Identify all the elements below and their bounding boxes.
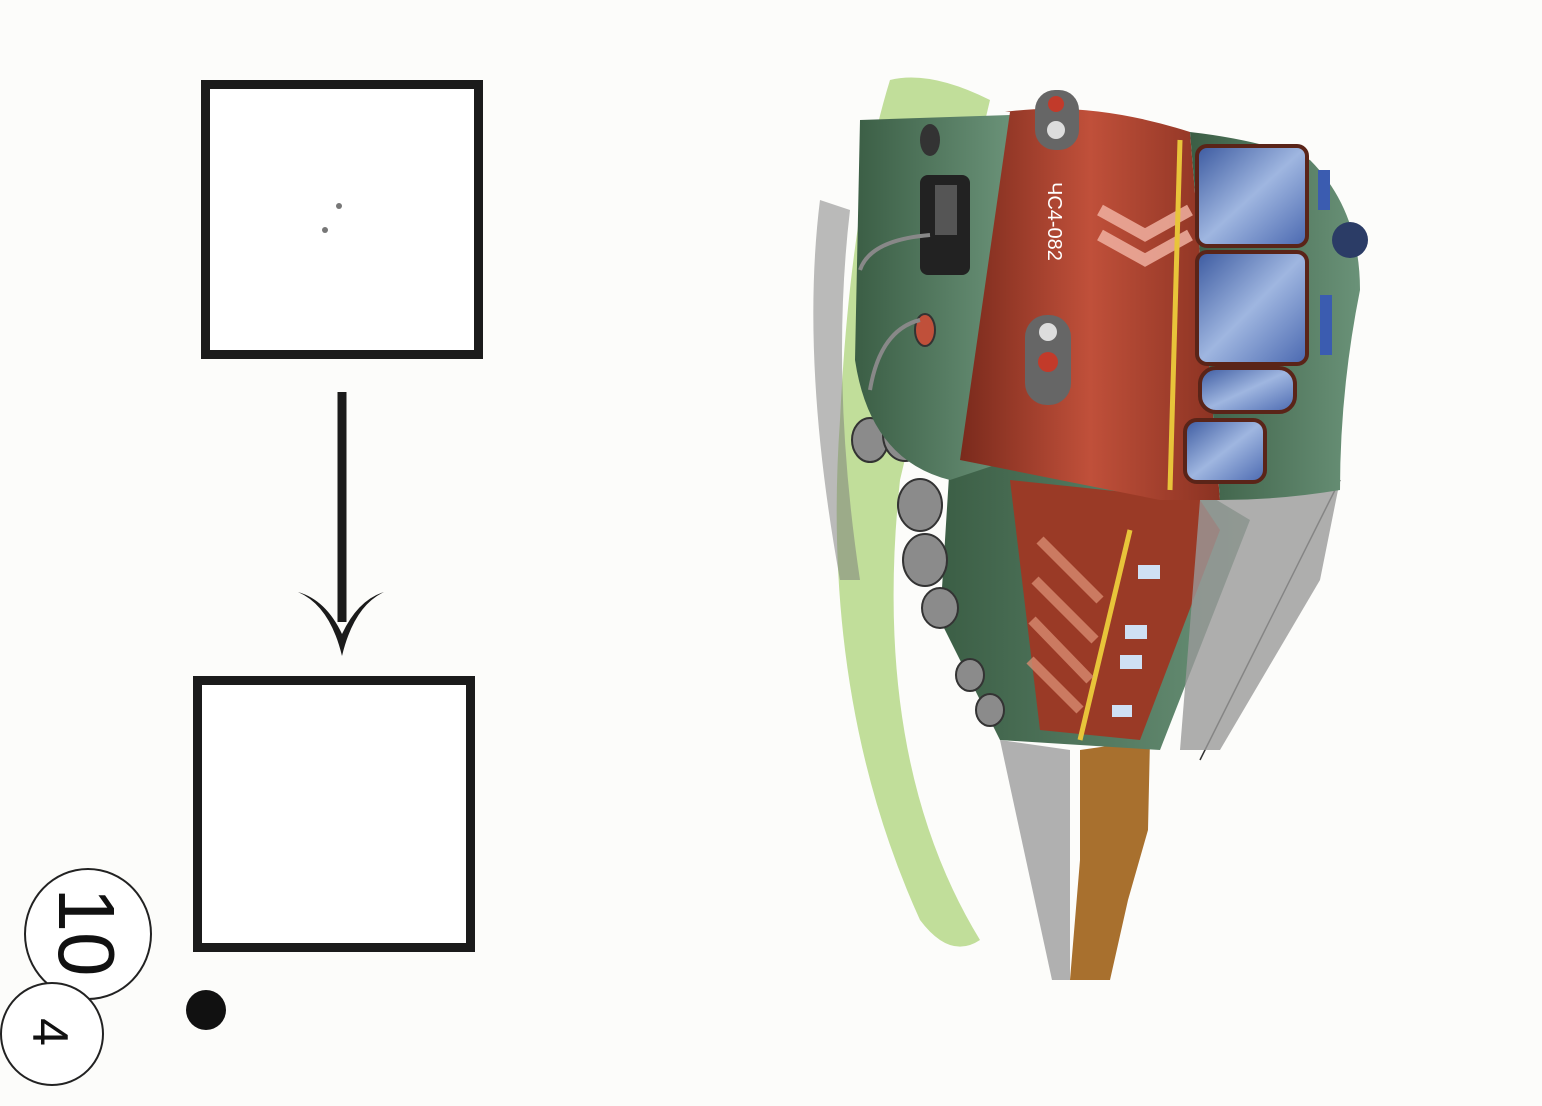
cargo-car [1070,740,1150,980]
red-cab-front [960,108,1220,501]
page-number-circle [24,868,152,1000]
locomotive-illustration: ЧС4-082 [813,77,1368,980]
sub-number: 4 [22,1018,78,1046]
answer-box-bottom[interactable] [193,676,475,952]
locomotive-side-red [1010,480,1220,740]
print-speck [336,203,342,209]
headlight-top [1035,90,1079,150]
down-arrow-icon [298,392,384,656]
bullet-dot [186,990,226,1030]
page-number: 10 [42,887,131,977]
train-number-label: ЧС4-082 [1043,182,1065,261]
gravel [813,200,860,580]
rail-track [1000,740,1070,980]
side-grille [1180,480,1340,750]
answer-box-top[interactable] [201,80,483,359]
print-speck [322,227,328,233]
headlight-bottom [1025,315,1071,405]
sub-number-circle [0,982,104,1086]
